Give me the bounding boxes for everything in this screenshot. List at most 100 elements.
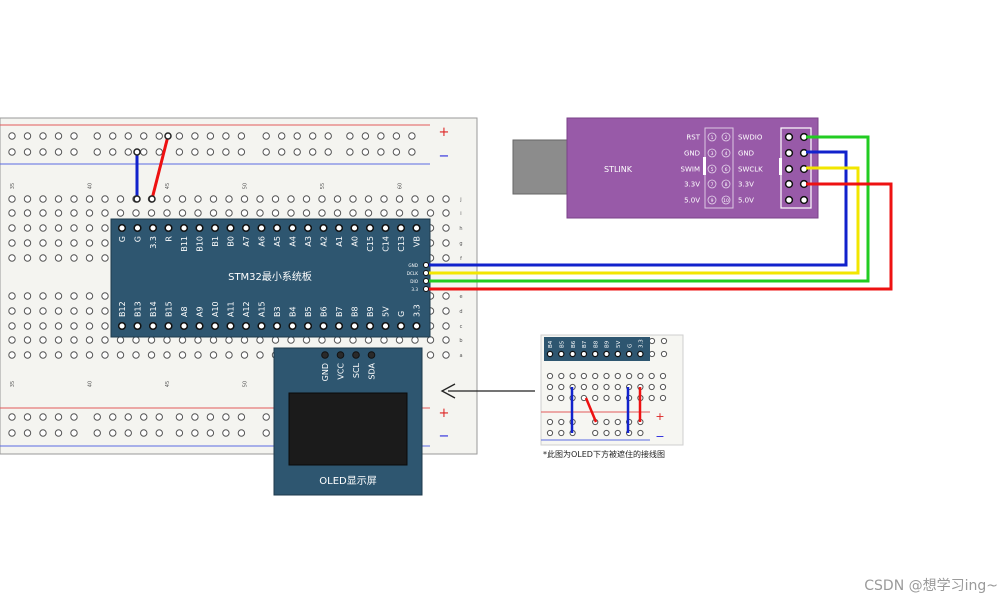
stlink-pin-number: 6 xyxy=(725,167,728,173)
terminal-hole xyxy=(101,322,109,330)
inset-pin-label: 5V xyxy=(616,341,622,348)
terminal-hole xyxy=(380,336,388,344)
inset-hole xyxy=(569,372,576,380)
wire-swdio-green xyxy=(426,135,870,283)
inset-hole xyxy=(546,429,554,437)
terminal-hole xyxy=(101,239,109,247)
terminal-hole xyxy=(39,322,47,330)
stm32-top-pin-label: VB xyxy=(413,236,422,247)
stlink-pin-marker xyxy=(707,179,717,189)
terminal-hole xyxy=(85,209,94,217)
inset-pin-hole xyxy=(625,350,633,358)
terminal-hole xyxy=(240,209,249,217)
inset-hole xyxy=(648,350,656,358)
power-rail-hole xyxy=(262,429,270,437)
stm32-pin-hole xyxy=(319,223,328,233)
terminal-hole xyxy=(85,239,94,247)
terminal-hole xyxy=(333,209,342,217)
oled-title: OLED显示屏 xyxy=(319,475,376,487)
terminal-hole xyxy=(70,351,78,359)
inset-hole xyxy=(558,429,565,437)
terminal-hole xyxy=(163,336,171,344)
terminal-hole xyxy=(426,351,435,359)
terminal-hole xyxy=(178,195,187,203)
inset-hole xyxy=(603,383,610,391)
power-rail-hole xyxy=(206,132,215,140)
terminal-hole xyxy=(271,209,280,217)
stm32-bottom-pin-label: B6 xyxy=(320,306,329,317)
power-rail-hole xyxy=(93,148,101,156)
inset-pin-hole xyxy=(546,350,554,358)
terminal-hole xyxy=(163,351,171,359)
stm32-pin-hole xyxy=(350,223,359,233)
power-rail-hole xyxy=(70,429,78,437)
terminal-hole xyxy=(287,336,295,344)
terminal-hole xyxy=(442,239,450,247)
stm32-pin-hole xyxy=(117,321,127,331)
stm32-pin-hole xyxy=(257,223,266,233)
stlink-left-label: 3.3V xyxy=(684,181,700,189)
power-rail-hole xyxy=(140,429,148,437)
stm32-pin-hole xyxy=(303,223,313,233)
terminal-hole xyxy=(70,195,78,203)
terminal-hole xyxy=(70,209,78,217)
inset-pin-label: B6 xyxy=(571,340,577,348)
terminal-hole xyxy=(101,336,109,344)
power-rail-hole xyxy=(140,413,148,421)
terminal-hole xyxy=(101,195,109,203)
stm32-top-pin-label: A2 xyxy=(320,236,329,247)
inset-hole xyxy=(580,372,588,380)
stm32-pin-hole xyxy=(179,223,189,233)
stm32-pin-hole xyxy=(226,321,235,331)
watermark: CSDN @想学习ing~ xyxy=(864,578,998,594)
terminal-hole xyxy=(271,336,280,344)
stm32-bottom-pin-label: B14 xyxy=(149,301,158,317)
power-rail-hole xyxy=(175,413,184,421)
terminal-hole xyxy=(101,292,109,300)
stlink-header-pins xyxy=(784,132,809,205)
column-number: 45 xyxy=(165,183,171,189)
column-number: 40 xyxy=(88,381,94,387)
terminal-hole xyxy=(411,209,419,217)
terminal-hole xyxy=(54,224,63,232)
row-letter: e xyxy=(459,294,462,300)
inset-hole xyxy=(558,418,565,426)
power-rail-hole xyxy=(222,132,230,140)
terminal-hole xyxy=(318,195,326,203)
power-rail-hole xyxy=(124,148,132,156)
stm32-top-pin-label: C15 xyxy=(366,236,375,252)
terminal-hole xyxy=(240,195,249,203)
stm32-bottom-pin-label: B13 xyxy=(134,301,143,317)
minus-sign-top: − xyxy=(439,149,450,164)
terminal-hole xyxy=(256,209,264,217)
row-letter: b xyxy=(459,338,462,344)
terminal-hole xyxy=(364,336,373,344)
inset-pin-hole xyxy=(580,350,588,358)
stm32-bottom-pin-label: G xyxy=(397,311,406,317)
oled-pin-label: SDA xyxy=(368,362,377,379)
stm32-pin-hole xyxy=(148,223,158,233)
terminal-hole xyxy=(85,351,94,359)
stlink-name: STLINK xyxy=(604,165,633,174)
inset-pin-label: B4 xyxy=(548,340,554,348)
terminal-hole xyxy=(302,336,311,344)
power-rail-hole xyxy=(155,148,163,156)
terminal-hole xyxy=(333,336,342,344)
stm32-pin-hole xyxy=(412,223,421,233)
power-rail-hole xyxy=(237,413,246,421)
stlink-left-label: 5.0V xyxy=(684,197,700,205)
terminal-hole xyxy=(70,322,78,330)
terminal-hole xyxy=(101,351,109,359)
power-rail-hole xyxy=(293,148,301,156)
stm32-pin-hole xyxy=(303,321,313,331)
power-rail-hole xyxy=(109,148,117,156)
terminal-hole xyxy=(256,336,264,344)
stm32-pin-hole xyxy=(381,223,390,233)
inset-hole xyxy=(614,383,621,391)
power-rail-hole xyxy=(206,413,215,421)
terminal-hole xyxy=(70,239,78,247)
stm32-top-pin-label: B10 xyxy=(196,236,205,252)
